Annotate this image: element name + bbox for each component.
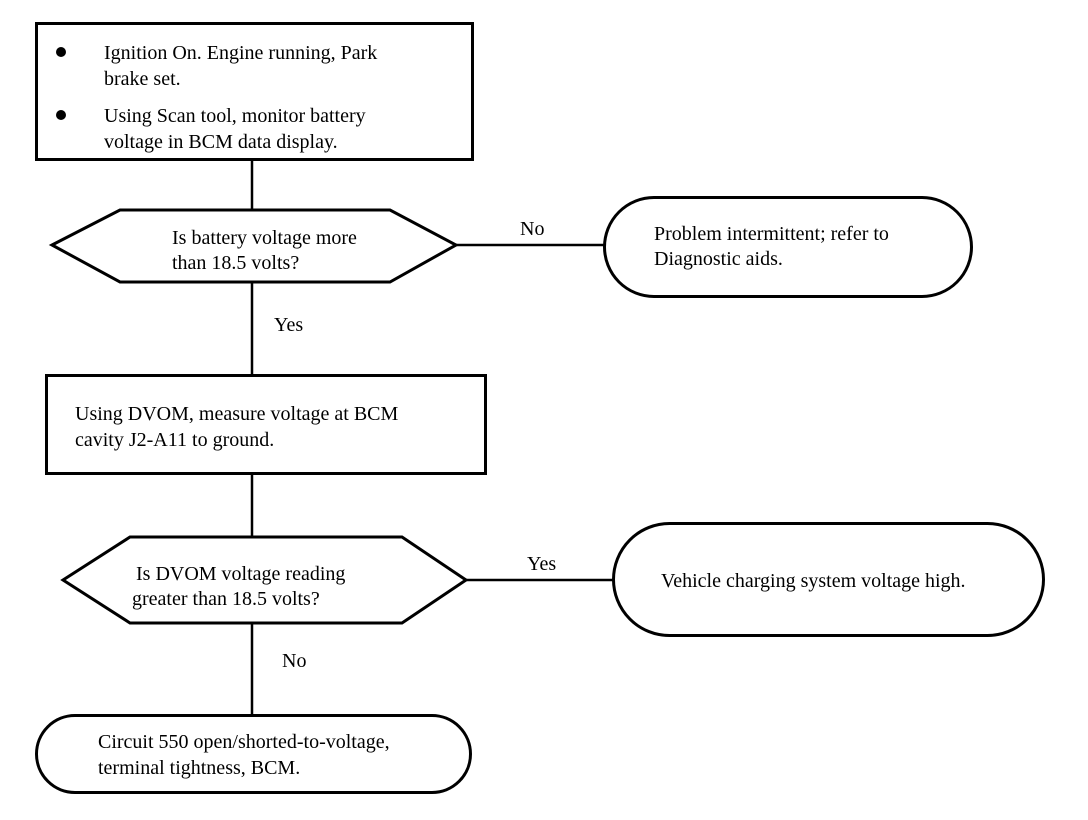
- bullet-icon: [56, 110, 66, 120]
- result1-oval: Problem intermittent; refer to Diagnosti…: [603, 196, 973, 298]
- decision1-no-label: No: [520, 218, 545, 240]
- decision2-line2: greater than 18.5 volts?: [132, 588, 320, 610]
- result1-line1: Problem intermittent; refer to: [654, 223, 889, 245]
- step2-line2: cavity J2-A11 to ground.: [75, 429, 275, 451]
- result1-line2: Diagnostic aids.: [654, 248, 783, 270]
- decision1-yes-label: Yes: [274, 314, 304, 336]
- step1-bullet1-line2: brake set.: [104, 68, 181, 90]
- bullet-icon: [56, 47, 66, 57]
- decision1-line1: Is battery voltage more: [172, 227, 357, 249]
- decision2-hexagon: [60, 535, 469, 625]
- result3-line1: Circuit 550 open/shorted-to-voltage,: [98, 731, 390, 753]
- result2-oval: Vehicle charging system voltage high.: [612, 522, 1045, 637]
- step2-line1: Using DVOM, measure voltage at BCM: [75, 403, 399, 425]
- decision1-line2: than 18.5 volts?: [172, 252, 300, 274]
- result3-line2: terminal tightness, BCM.: [98, 757, 301, 779]
- step1-box: Ignition On. Engine running, Park brake …: [35, 22, 474, 161]
- result3-oval: Circuit 550 open/shorted-to-voltage, ter…: [35, 714, 472, 794]
- step1-bullet2-line2: voltage in BCM data display.: [104, 131, 338, 153]
- result2-line1: Vehicle charging system voltage high.: [661, 570, 966, 592]
- decision2-yes-label: Yes: [527, 553, 557, 575]
- decision2-line1: Is DVOM voltage reading: [136, 563, 346, 585]
- step1-bullet1-line1: Ignition On. Engine running, Park: [104, 42, 378, 64]
- step1-bullet2-line1: Using Scan tool, monitor battery: [104, 105, 366, 127]
- decision1-hexagon: [48, 208, 460, 284]
- step2-box: Using DVOM, measure voltage at BCM cavit…: [45, 374, 487, 475]
- decision2-no-label: No: [282, 650, 307, 672]
